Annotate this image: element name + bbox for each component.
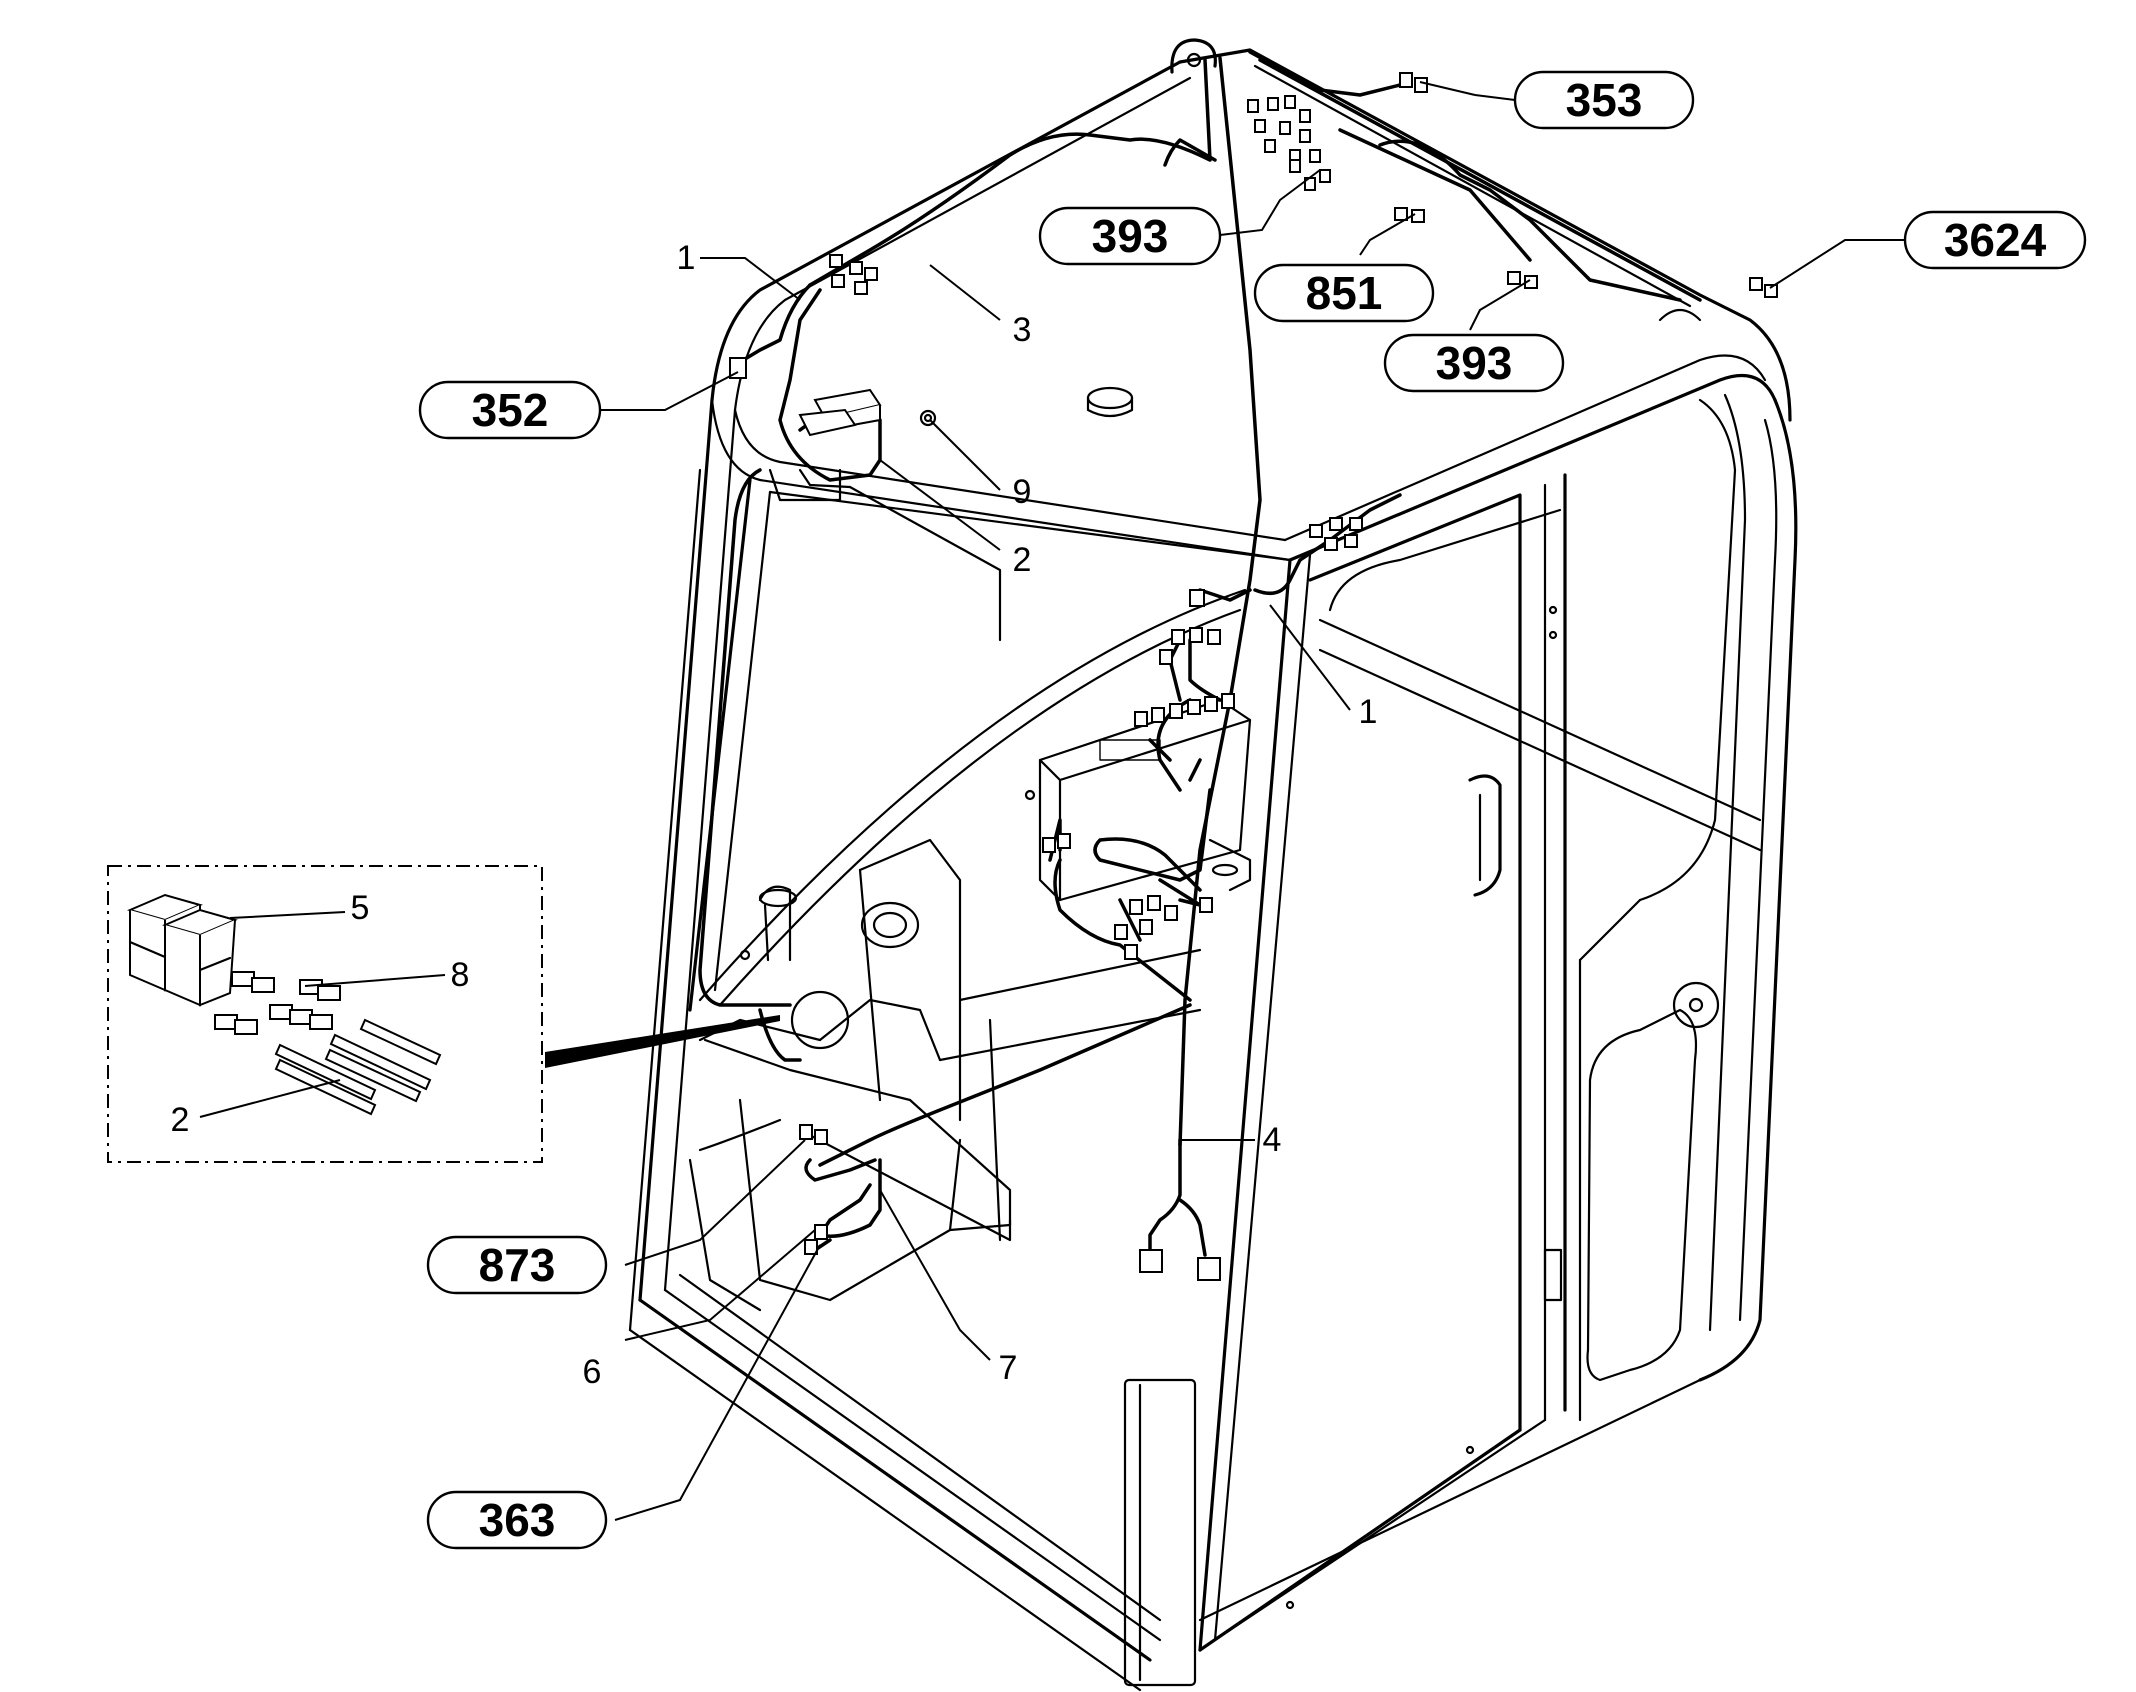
item-label-7: 7 bbox=[999, 1349, 1018, 1387]
leader-lines bbox=[199, 81, 1905, 1521]
item-label-1-top: 1 bbox=[677, 239, 696, 277]
item-label-5: 5 bbox=[351, 889, 370, 927]
callout-3624-text: 3624 bbox=[1944, 214, 2047, 266]
detail-inset bbox=[107, 865, 543, 1163]
cab-frame bbox=[628, 38, 1798, 1692]
callout-3624[interactable]: 3624 bbox=[1903, 210, 2087, 270]
item-label-2-inset: 2 bbox=[171, 1101, 190, 1139]
item-label-2-top: 2 bbox=[1013, 541, 1032, 579]
inset-pointer bbox=[545, 1015, 780, 1068]
callout-393-top[interactable]: 393 bbox=[1038, 206, 1222, 266]
connectors bbox=[729, 72, 1778, 1281]
callout-393-right-text: 393 bbox=[1436, 337, 1513, 389]
item-label-9: 9 bbox=[1013, 473, 1032, 511]
item-label-6: 6 bbox=[583, 1353, 602, 1391]
item-label-4: 4 bbox=[1263, 1121, 1282, 1159]
callout-873-text: 873 bbox=[479, 1239, 556, 1291]
callout-393-right[interactable]: 393 bbox=[1383, 333, 1565, 393]
callout-851-text: 851 bbox=[1306, 267, 1383, 319]
callout-393-top-text: 393 bbox=[1092, 210, 1169, 262]
callout-352-text: 352 bbox=[472, 384, 549, 436]
callout-363-text: 363 bbox=[479, 1494, 556, 1546]
callout-353-text: 353 bbox=[1566, 74, 1643, 126]
callout-851[interactable]: 851 bbox=[1253, 263, 1435, 323]
item-label-3: 3 bbox=[1013, 311, 1032, 349]
callout-353[interactable]: 353 bbox=[1513, 70, 1695, 130]
item-label-8: 8 bbox=[451, 956, 470, 994]
item-label-1-right: 1 bbox=[1359, 693, 1378, 731]
callout-363[interactable]: 363 bbox=[426, 1490, 608, 1550]
callout-352[interactable]: 352 bbox=[418, 380, 602, 440]
callout-873[interactable]: 873 bbox=[426, 1235, 608, 1295]
